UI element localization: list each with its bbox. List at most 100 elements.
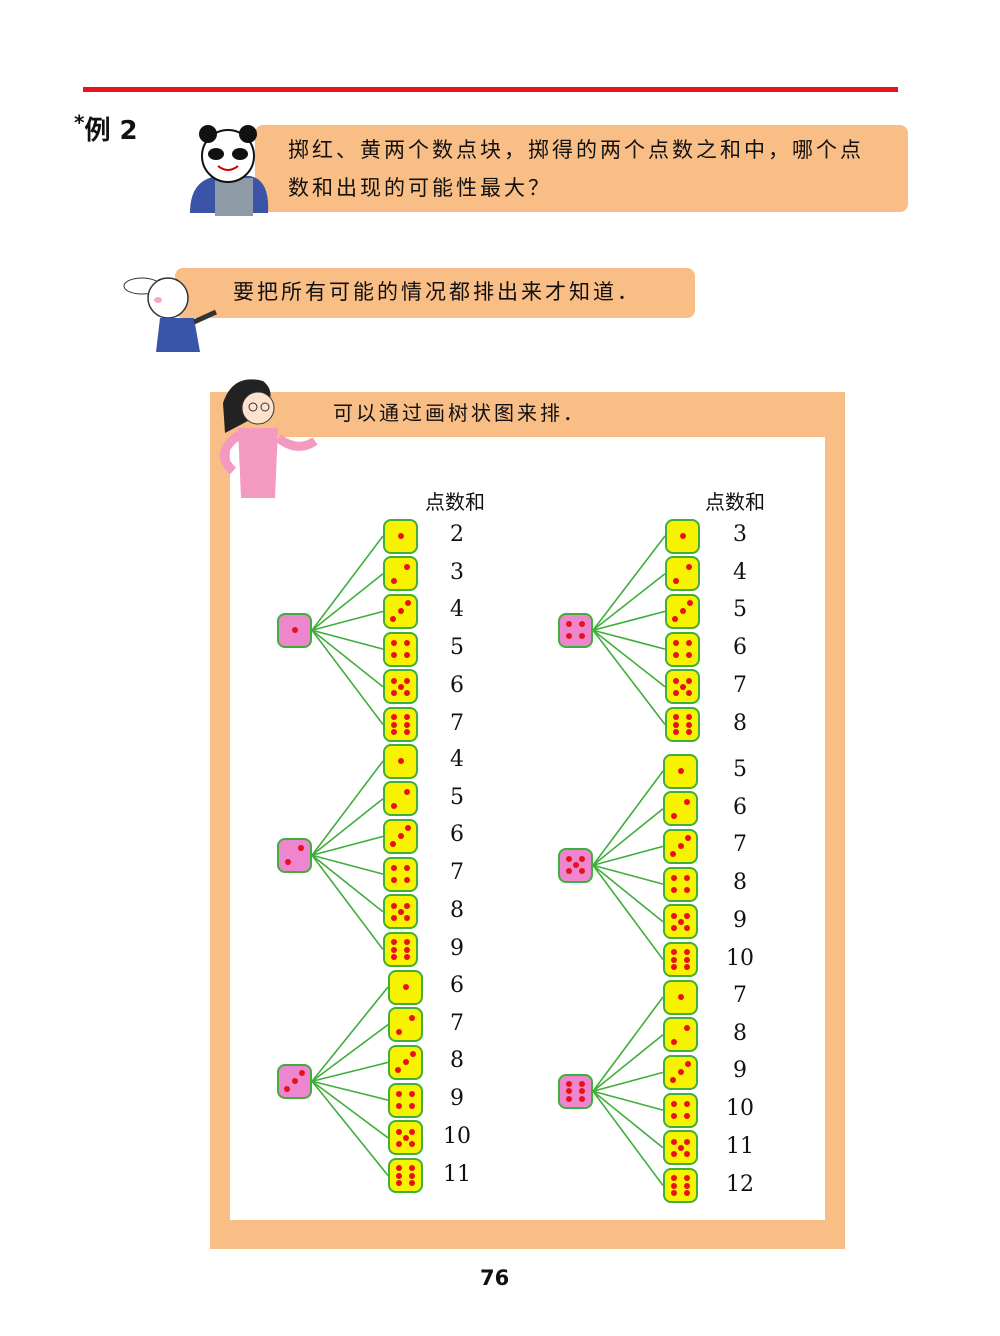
die-pip [671,1150,678,1157]
page-number: 76 [480,1266,510,1290]
girl-illustration [219,379,318,498]
tree-branch [311,535,384,631]
question-line-2: 数和出现的可能性最大？ [288,176,552,200]
example-number: 例 2 [84,116,138,146]
tree-branch [311,854,384,950]
dice-sum: 3 [450,559,464,585]
yellow-die-2 [663,791,698,827]
die-pip [391,721,398,728]
dice-sum: 5 [450,784,464,810]
die-pip [396,1128,403,1135]
dice-sum: 10 [726,1096,754,1122]
red-rule [83,87,898,92]
tree-branch [311,986,389,1082]
die-pip [673,652,680,659]
yellow-die-3 [663,828,698,864]
yellow-die-2 [388,1007,423,1043]
yellow-die-5 [665,669,700,705]
die-pip [404,788,411,795]
red-die-6 [558,1073,593,1109]
question-line-1: 掷红、黄两个数点块，掷得的两个点数之和中，哪个点 [288,138,864,162]
die-pip [397,758,404,764]
die-pip [671,956,678,963]
die-pip [409,1014,416,1021]
yellow-die-1 [383,743,418,779]
dice-sum: 7 [733,983,747,1008]
die-pip [578,868,585,875]
die-pip [671,1100,678,1107]
die-pip [408,1179,415,1186]
die-pip [402,1134,409,1141]
die-pip [391,877,398,884]
die-pip [671,1138,678,1145]
die-pip [403,689,410,696]
die-pip [391,728,398,735]
tree-branch [311,1080,389,1139]
die-pip [672,616,679,623]
die-pip [578,856,585,863]
die-pip [403,728,410,735]
die-pip [403,677,410,684]
dice-sum: 10 [726,945,754,971]
yellow-die-1 [663,753,698,789]
die-pip [684,1061,691,1068]
yellow-die-6 [663,942,698,977]
tree-branch [311,610,384,632]
die-pip [673,728,680,735]
die-pip [671,874,678,881]
die-pip [686,600,693,607]
die-pip [566,621,573,628]
tree-branch [592,770,664,866]
tree-branch [592,864,664,960]
die-pip [578,1088,585,1095]
die-pip [404,825,411,832]
dice-sum: 7 [450,860,464,886]
die-pip [684,835,691,842]
dice-sum: 4 [450,597,464,623]
tree-branch [592,1090,664,1149]
tree-branch [592,864,664,885]
dice-sum: 5 [450,635,464,661]
die-pip [566,868,573,875]
dice-sum: 2 [450,522,464,547]
die-pip [396,1090,403,1097]
die-pip [397,533,404,539]
die-pip [408,1128,415,1135]
tree-branch [311,629,384,688]
tree-diagram-panel [230,437,825,1220]
dice-sum: 4 [733,559,747,585]
red-die-1 [277,612,312,648]
die-pip [391,864,398,871]
die-pip [672,577,679,584]
tree-branch [592,1090,664,1186]
dice-sum: 9 [450,935,464,961]
die-pip [409,1051,416,1058]
die-pip [404,563,411,570]
dice-sum: 8 [733,1020,747,1046]
dice-sum: 8 [733,710,747,736]
yellow-die-3 [388,1044,423,1080]
tree-branch [592,610,666,632]
tree-branch [311,629,384,725]
yellow-die-6 [383,707,418,742]
die-pip [671,1182,678,1189]
sum-column-header: 点数和 [705,490,765,514]
yellow-die-3 [665,593,700,629]
dice-sum: 6 [450,822,464,848]
die-pip [671,912,678,919]
die-pip [670,851,677,858]
die-pip [677,1144,684,1151]
die-pip [395,1067,402,1074]
die-pip [683,1175,690,1182]
yellow-die-1 [665,518,700,554]
tree-branch [592,1034,664,1092]
dice-sum: 8 [450,1048,464,1074]
dice-sum: 6 [450,973,464,998]
die-pip [685,728,692,735]
die-pip [671,949,678,956]
die-pip [671,1113,678,1120]
die-pip [670,812,677,819]
die-pip [683,1138,690,1145]
tree-branch [311,760,384,856]
yellow-die-5 [663,1130,698,1166]
